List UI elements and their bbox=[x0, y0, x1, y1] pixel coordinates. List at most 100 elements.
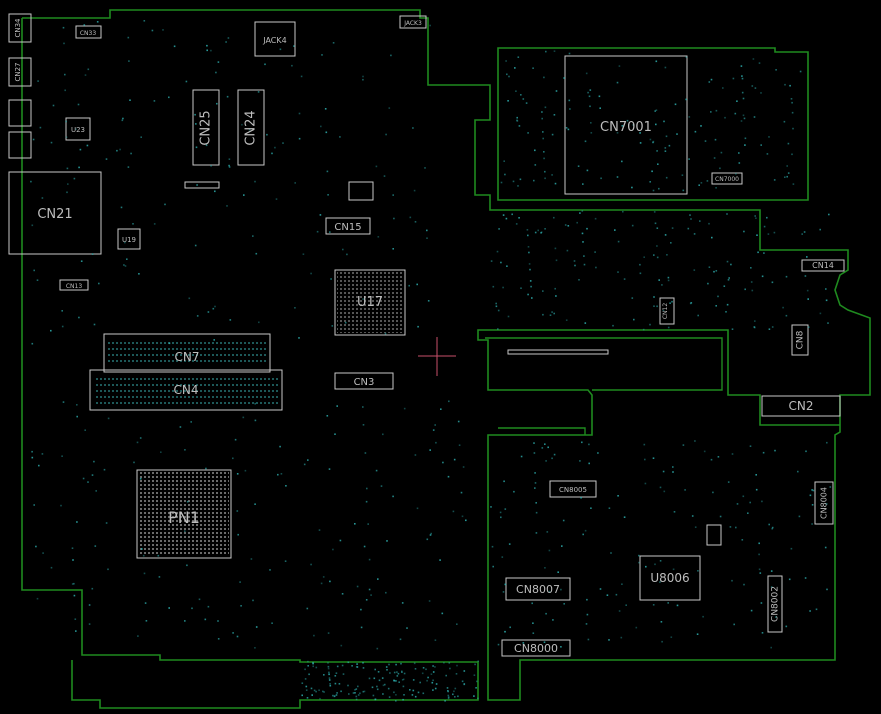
via-pad bbox=[731, 328, 734, 330]
via-pad bbox=[753, 116, 756, 118]
u23-outline bbox=[65, 117, 91, 141]
via-pad bbox=[554, 287, 556, 290]
via-pad bbox=[594, 217, 597, 220]
via-pad bbox=[186, 564, 188, 567]
via-pad bbox=[755, 217, 757, 219]
via-pad bbox=[754, 87, 757, 89]
via-pad bbox=[599, 588, 602, 590]
via-pad bbox=[422, 692, 425, 695]
via-pad bbox=[366, 487, 368, 490]
via-pad bbox=[580, 496, 582, 499]
via-pad bbox=[563, 77, 565, 79]
via-pad bbox=[206, 49, 208, 52]
via-pad bbox=[798, 515, 801, 518]
via-pad bbox=[615, 593, 618, 596]
via-pad bbox=[508, 543, 511, 545]
via-pad bbox=[581, 441, 583, 444]
via-pad bbox=[226, 205, 228, 207]
via-pad bbox=[649, 181, 651, 183]
via-pad bbox=[382, 693, 384, 695]
via-pad bbox=[403, 407, 406, 410]
via-pad bbox=[505, 217, 508, 220]
via-pad bbox=[395, 700, 397, 702]
via-pad bbox=[342, 673, 345, 675]
cn4-outline bbox=[89, 369, 283, 411]
via-pad bbox=[412, 127, 414, 129]
via-pad bbox=[551, 174, 553, 176]
via-pad bbox=[514, 67, 516, 69]
via-pad bbox=[499, 511, 502, 514]
via-pad bbox=[356, 666, 359, 668]
via-pad bbox=[334, 682, 337, 685]
via-pad bbox=[153, 100, 156, 102]
via-pad bbox=[136, 441, 139, 444]
via-pad bbox=[74, 618, 77, 620]
via-pad bbox=[429, 24, 431, 27]
via-pad bbox=[252, 235, 254, 237]
via-pad bbox=[329, 580, 331, 583]
via-pad bbox=[332, 548, 334, 551]
via-pad bbox=[320, 125, 322, 128]
via-pad bbox=[362, 406, 364, 408]
via-pad bbox=[205, 144, 208, 147]
via-pad bbox=[195, 123, 197, 125]
via-pad bbox=[452, 693, 454, 696]
via-pad bbox=[656, 305, 658, 308]
via-pad bbox=[732, 77, 735, 80]
via-pad bbox=[86, 144, 89, 147]
via-pad bbox=[103, 468, 106, 471]
via-pad bbox=[356, 585, 359, 588]
via-pad bbox=[590, 122, 592, 124]
cn8-outline bbox=[791, 324, 809, 356]
via-pad bbox=[384, 332, 387, 335]
via-pad bbox=[512, 180, 515, 183]
via-pad bbox=[517, 185, 519, 187]
via-pad bbox=[672, 471, 674, 473]
via-pad bbox=[758, 542, 760, 545]
via-pad bbox=[335, 672, 338, 674]
via-pad bbox=[811, 504, 814, 506]
via-pad bbox=[323, 674, 325, 676]
connector-strip-2 bbox=[184, 181, 220, 189]
via-pad bbox=[731, 579, 733, 582]
via-pad bbox=[621, 583, 623, 585]
via-pad bbox=[544, 177, 546, 180]
via-pad bbox=[612, 324, 614, 327]
via-pad bbox=[638, 554, 640, 557]
via-pad bbox=[741, 77, 744, 80]
via-pad bbox=[626, 119, 629, 122]
label-cn25: CN25 bbox=[199, 110, 214, 145]
via-pad bbox=[532, 67, 534, 69]
label-cn8004: CN8004 bbox=[820, 487, 829, 519]
via-pad bbox=[354, 689, 356, 691]
via-pad bbox=[717, 295, 719, 298]
via-pad bbox=[254, 647, 256, 649]
via-pad bbox=[519, 178, 522, 181]
via-pad bbox=[225, 41, 227, 43]
via-pad bbox=[388, 696, 391, 698]
via-pad bbox=[711, 236, 713, 239]
via-pad bbox=[775, 616, 777, 618]
via-pad bbox=[654, 222, 657, 225]
via-pad bbox=[774, 449, 776, 452]
via-pad bbox=[207, 605, 210, 608]
via-pad bbox=[320, 582, 323, 585]
via-pad bbox=[393, 691, 395, 694]
via-pad bbox=[393, 217, 395, 220]
via-pad bbox=[401, 679, 404, 681]
via-pad bbox=[310, 563, 312, 566]
via-pad bbox=[378, 679, 381, 682]
label-cn8000: CN8000 bbox=[514, 642, 558, 655]
via-pad bbox=[617, 240, 620, 243]
via-pad bbox=[243, 194, 245, 196]
via-pad bbox=[567, 225, 570, 227]
via-pad bbox=[582, 241, 584, 243]
via-pad bbox=[719, 167, 721, 170]
via-pad bbox=[506, 265, 508, 267]
via-pad bbox=[386, 540, 388, 542]
via-pad bbox=[782, 306, 784, 309]
via-pad bbox=[663, 120, 665, 123]
via-pad bbox=[122, 117, 124, 120]
via-pad bbox=[542, 131, 544, 133]
via-pad bbox=[534, 472, 536, 474]
